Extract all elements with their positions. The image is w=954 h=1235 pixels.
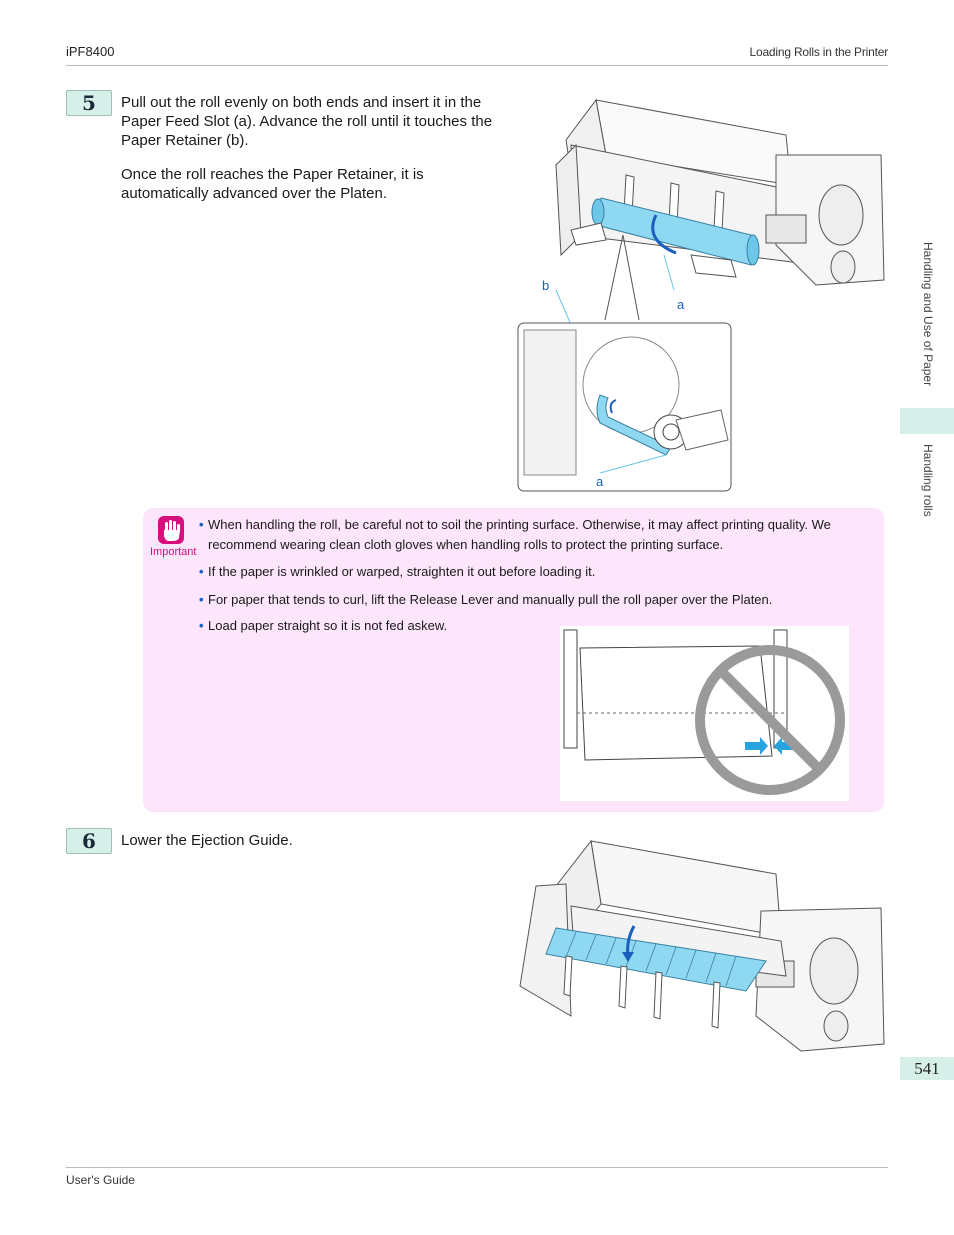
callout-a-top: a (677, 297, 685, 312)
printer-roll-loading-illustration: b a a (517, 98, 885, 492)
side-tab-subsection[interactable]: Handling rolls (921, 444, 935, 517)
step-6-badge: 6 (66, 828, 112, 854)
important-bullet-4: • Load paper straight so it is not fed as… (199, 616, 539, 636)
important-bullet-3: • For paper that tends to curl, lift the … (199, 590, 864, 610)
bullet-dot: • (199, 618, 204, 633)
bullet-text: For paper that tends to curl, lift the R… (208, 592, 773, 607)
callout-a-bottom: a (596, 474, 604, 489)
bullet-text: Load paper straight so it is not fed ask… (208, 618, 448, 633)
step-6-text: Lower the Ejection Guide. (121, 832, 293, 849)
header-product: iPF8400 (66, 44, 115, 59)
side-tab-marker (900, 408, 954, 434)
important-label: Important (150, 546, 197, 558)
skewed-paper-prohibited-illustration (560, 626, 849, 801)
bullet-text: When handling the roll, be careful not t… (208, 517, 831, 552)
header-section-title: Loading Rolls in the Printer (749, 45, 889, 59)
page-number: 541 (900, 1057, 954, 1080)
step-5-para2: Once the roll reaches the Paper Retainer… (121, 166, 424, 202)
hand-stop-icon (158, 516, 184, 544)
printer-ejection-guide-illustration (519, 839, 885, 1052)
header-divider (66, 65, 888, 66)
hand-stop-glyph (164, 520, 180, 541)
important-bullet-1: • When handling the roll, be careful not … (199, 515, 864, 555)
bullet-dot: • (199, 564, 204, 579)
step-5-para1: Pull out the roll evenly on both ends an… (121, 94, 493, 149)
bullet-dot: • (199, 517, 204, 532)
callout-b: b (542, 278, 549, 293)
step-5-badge: 5 (66, 90, 112, 116)
bullet-text: If the paper is wrinkled or warped, stra… (208, 564, 596, 579)
bullet-dot: • (199, 592, 204, 607)
footer-guide-title: User's Guide (66, 1173, 135, 1187)
important-bullet-2: • If the paper is wrinkled or warped, str… (199, 562, 864, 582)
footer-divider (66, 1167, 888, 1168)
side-tab-section[interactable]: Handling and Use of Paper (921, 242, 935, 387)
